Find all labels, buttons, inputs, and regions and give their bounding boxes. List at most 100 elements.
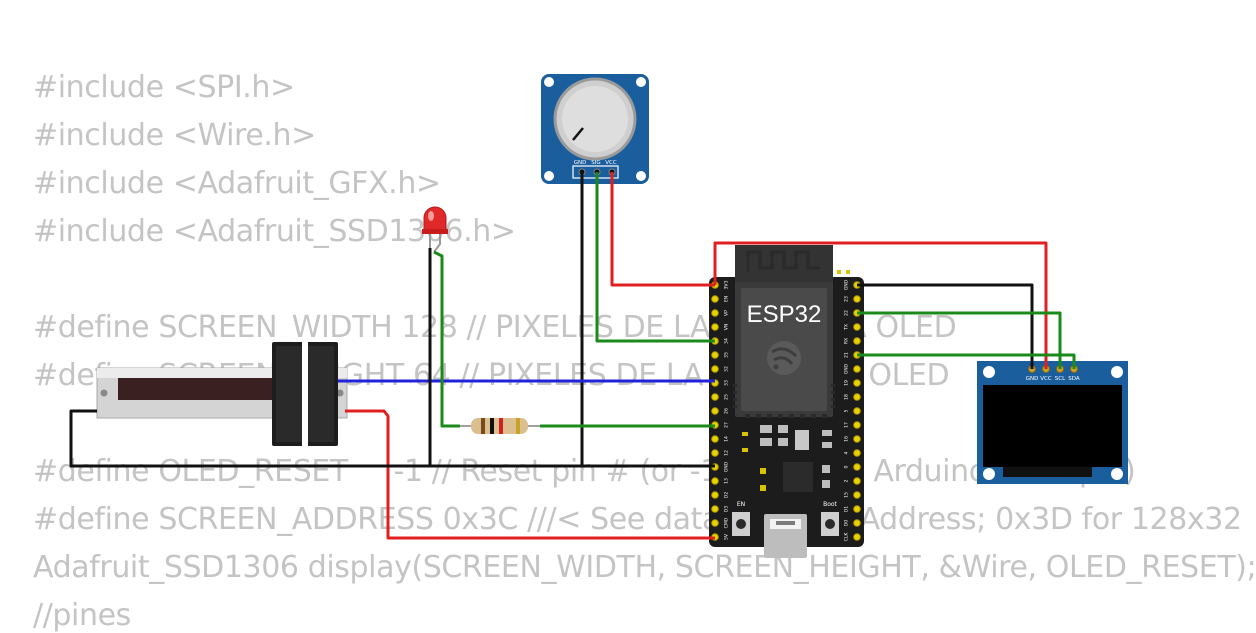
esp32-pin[interactable]	[853, 505, 861, 513]
esp32-pin-label: VN	[724, 324, 730, 331]
esp32-pin[interactable]	[711, 407, 719, 415]
red-led[interactable]	[422, 206, 448, 253]
esp32-pin-label: GND	[724, 461, 730, 472]
esp32-pin[interactable]	[711, 365, 719, 373]
esp32-pin[interactable]	[711, 519, 719, 527]
mount-hole-icon	[544, 171, 554, 181]
esp32-pin-label: 17	[844, 422, 850, 428]
esp32-pin-label: 14	[724, 436, 730, 442]
esp32-pin[interactable]	[711, 505, 719, 513]
esp32-pin[interactable]	[853, 449, 861, 457]
esp32-pin-label: 21	[844, 352, 850, 358]
esp32-pin-label: 26	[724, 408, 730, 414]
esp32-pin-label: 19	[844, 380, 850, 386]
wires	[69, 172, 1076, 540]
esp32-pin[interactable]	[711, 295, 719, 303]
usb-port[interactable]	[764, 514, 807, 558]
esp32-pin[interactable]	[853, 519, 861, 527]
boot-button-label: Boot	[823, 501, 837, 508]
wire-oled-vcc[interactable]	[713, 241, 1048, 369]
esp32-pin-label: 12	[724, 450, 730, 456]
esp32-pin-label: 15	[844, 492, 850, 498]
esp32-pin[interactable]	[711, 351, 719, 359]
oled-pin-label: GND	[1026, 376, 1039, 382]
esp32-pin-label: 0	[844, 465, 850, 468]
resistor[interactable]	[460, 418, 540, 434]
esp32-pin[interactable]	[853, 393, 861, 401]
wire-oled-sda[interactable]	[857, 353, 1076, 369]
code-line: Adafruit_SSD1306 display(SCREEN_WIDTH, S…	[33, 550, 1256, 585]
code-line: #include <Adafruit_SSD1306.h>	[33, 214, 516, 249]
esp32-pin-label: RX	[844, 338, 850, 344]
esp32-pin[interactable]	[853, 365, 861, 373]
esp32-pin-label: 35	[724, 352, 730, 358]
esp32-pin[interactable]	[711, 491, 719, 499]
wire-oled-scl[interactable]	[857, 311, 1062, 369]
esp32-pin[interactable]	[853, 435, 861, 443]
esp32-pin[interactable]	[853, 421, 861, 429]
esp32-pin[interactable]	[711, 323, 719, 331]
boot-button[interactable]	[821, 512, 839, 536]
esp32-pin[interactable]	[711, 435, 719, 443]
wire-pot-signal[interactable]	[595, 172, 715, 343]
slide-potentiometer[interactable]	[96, 342, 348, 446]
mount-hole-icon	[544, 77, 554, 87]
esp32-pin[interactable]	[853, 295, 861, 303]
wire-pot-ground[interactable]	[580, 172, 715, 468]
esp32-pin-label: 22	[844, 310, 850, 316]
esp32-pin[interactable]	[853, 477, 861, 485]
oled-display[interactable]: GND VCC SCL SDA	[977, 361, 1128, 484]
mount-hole-icon	[636, 171, 646, 181]
esp32-pin-label: D0	[844, 520, 850, 527]
mount-hole-icon	[1111, 468, 1123, 480]
wire-slider-ground[interactable]	[69, 409, 582, 468]
mount-hole-icon	[983, 468, 995, 480]
esp32-pin[interactable]	[711, 449, 719, 457]
esp32-pin-label: 18	[844, 394, 850, 400]
wire-led-anode[interactable]	[433, 250, 460, 428]
esp32-pin[interactable]	[711, 477, 719, 485]
esp32-pin[interactable]	[853, 491, 861, 499]
esp32-pin[interactable]	[711, 309, 719, 317]
esp32-pin[interactable]	[853, 463, 861, 471]
esp32-pin-label: TX	[844, 324, 850, 331]
circuit-diagram: GND SIG VCC ESP32	[69, 74, 1128, 558]
oled-screen	[983, 385, 1122, 467]
code-line: #include <Wire.h>	[33, 118, 316, 153]
esp32-pin-label: VP	[724, 310, 730, 316]
slider-knob[interactable]	[272, 342, 338, 446]
wire-oled-ground[interactable]	[857, 283, 1034, 369]
esp32-left-header: 3V3ENVPVN343532332526271412GND13D2D3CMD5…	[711, 280, 730, 541]
pot-pin-label: VCC	[605, 160, 617, 166]
esp32-pin-label: 16	[844, 436, 850, 442]
esp32-pin[interactable]	[853, 323, 861, 331]
esp32-pin-label: EN	[724, 296, 730, 302]
esp32-pin-label: GND	[844, 363, 850, 374]
module-castellations	[733, 384, 835, 418]
wire-slider-vcc[interactable]	[345, 409, 715, 540]
esp32-pin[interactable]	[711, 393, 719, 401]
code-line: #include <SPI.h>	[33, 70, 295, 105]
esp32-pin-label: CLK	[844, 532, 850, 542]
esp32-pin[interactable]	[853, 337, 861, 345]
screw-icon	[100, 389, 108, 397]
esp32-pin-label: 13	[724, 478, 730, 484]
esp32-pin-label: D1	[844, 506, 850, 513]
esp32-pin[interactable]	[853, 379, 861, 387]
esp32-pin-label: 3V3	[724, 280, 730, 289]
esp32-label: ESP32	[747, 301, 822, 328]
wire-pot-vcc[interactable]	[610, 172, 715, 287]
esp32-pin-label: 2	[844, 479, 850, 482]
pot-pin-label: GND	[574, 160, 587, 166]
en-button[interactable]	[732, 512, 750, 536]
esp32-pin-label: 5	[844, 409, 850, 412]
esp32-pin[interactable]	[853, 407, 861, 415]
oled-pin-label: SDA	[1068, 376, 1080, 382]
rotary-potentiometer[interactable]: GND SIG VCC	[541, 74, 649, 184]
espressif-logo-icon	[767, 341, 801, 375]
esp32-pin-label: 5V	[724, 533, 730, 540]
esp32-pin[interactable]	[853, 533, 861, 541]
esp32-board[interactable]: ESP32	[709, 245, 864, 558]
esp32-pin-label: 32	[724, 366, 730, 372]
